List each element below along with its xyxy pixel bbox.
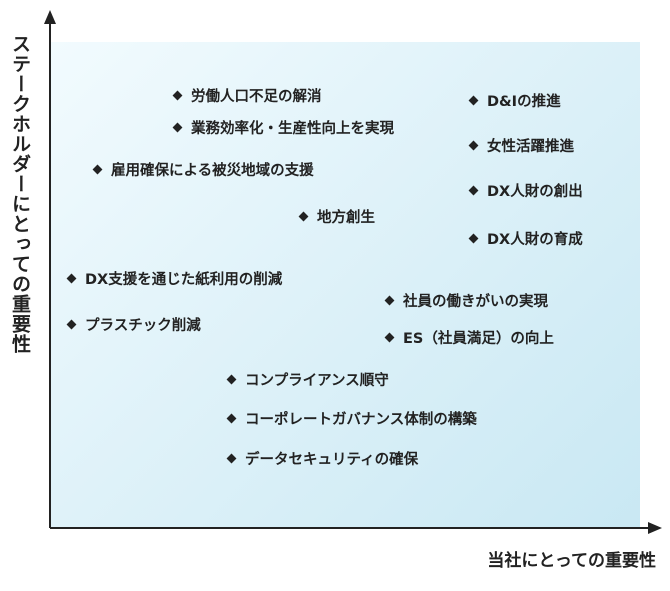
matrix-item: 女性活躍推進: [468, 137, 574, 157]
item-label: コーポレートガバナンス体制の構築: [245, 412, 477, 428]
matrix-item: 社員の働きがいの実現: [384, 292, 548, 312]
item-label: データセキュリティの確保: [245, 452, 419, 468]
matrix-item: ES（社員満足）の向上: [384, 329, 554, 349]
matrix-item: コーポレートガバナンス体制の構築: [226, 410, 477, 430]
item-label: 雇用確保による被災地域の支援: [111, 163, 314, 179]
y-axis-label: ステークホルダーにとっての重要性: [9, 34, 31, 354]
matrix-item: プラスチック削減: [66, 316, 201, 336]
item-label: 労働人口不足の解消: [191, 89, 322, 105]
item-label: プラスチック削減: [85, 318, 201, 334]
x-axis-label: 当社にとっての重要性: [487, 551, 656, 571]
diamond-icon: [226, 374, 237, 384]
matrix-item: DX支援を通じた紙利用の削減: [66, 270, 283, 290]
item-label: 社員の働きがいの実現: [403, 294, 548, 310]
diamond-icon: [172, 90, 183, 100]
item-label: D&Iの推進: [487, 94, 561, 110]
diamond-icon: [298, 211, 309, 221]
matrix-item: 地方創生: [298, 208, 375, 228]
diamond-icon: [468, 140, 479, 150]
item-label: ES（社員満足）の向上: [403, 331, 554, 347]
diamond-icon: [468, 233, 479, 243]
item-label: コンプライアンス順守: [245, 373, 389, 389]
diamond-icon: [172, 122, 183, 132]
matrix-item: DX人財の育成: [468, 230, 583, 250]
diamond-icon: [468, 95, 479, 105]
item-label: 女性活躍推進: [487, 139, 574, 155]
item-label: 業務効率化・生産性向上を実現: [191, 121, 394, 137]
y-axis-arrow: [44, 10, 56, 24]
diamond-icon: [384, 332, 395, 342]
diamond-icon: [468, 185, 479, 195]
diamond-icon: [66, 319, 77, 329]
item-label: DX人財の育成: [487, 232, 583, 248]
diamond-icon: [92, 164, 103, 174]
diamond-icon: [226, 413, 237, 423]
item-label: DX人財の創出: [487, 184, 583, 200]
x-axis-arrow: [648, 522, 662, 534]
matrix-item: D&Iの推進: [468, 92, 561, 112]
item-label: DX支援を通じた紙利用の削減: [85, 272, 283, 288]
matrix-item: 業務効率化・生産性向上を実現: [172, 119, 394, 139]
matrix-item: DX人財の創出: [468, 182, 583, 202]
item-label: 地方創生: [317, 210, 375, 226]
matrix-background: [50, 42, 640, 528]
diamond-icon: [66, 273, 77, 283]
matrix-item: データセキュリティの確保: [226, 450, 419, 470]
matrix-item: コンプライアンス順守: [226, 371, 389, 391]
matrix-item: 労働人口不足の解消: [172, 87, 322, 107]
matrix-item: 雇用確保による被災地域の支援: [92, 161, 314, 181]
diamond-icon: [384, 295, 395, 305]
diamond-icon: [226, 453, 237, 463]
